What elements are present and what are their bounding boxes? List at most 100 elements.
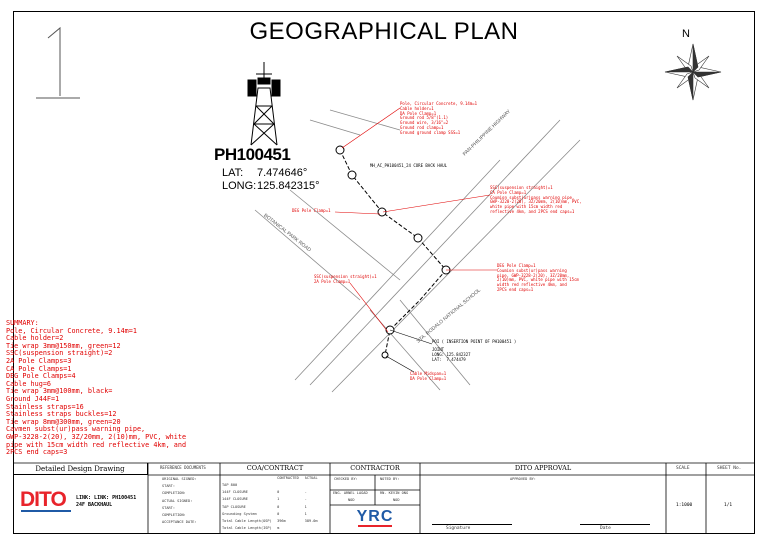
summary-item: Tie wrap 3mm@100mm, black= (6, 387, 113, 396)
north-label: N (682, 28, 690, 40)
cell-tower-icon (247, 62, 281, 146)
noted-by-name: RN. KEVIN ONG (380, 491, 409, 495)
scale-value: 1:1000 (676, 503, 693, 508)
cell: 1 (304, 511, 307, 516)
cell: Grounding System (222, 511, 257, 516)
cell: 144F CLOSURE (222, 490, 248, 495)
signature-line (432, 524, 512, 525)
cell: 389.0m (304, 518, 318, 523)
note-right-low: DEG Pole Clamp=1 Coumion subst(ur)pass w… (497, 263, 579, 292)
summary-item: 2A Pole Clamps=3 (6, 356, 72, 365)
summary-item: Cavmen subst(ur)pass warning pipe, (6, 425, 146, 434)
summary-item: Stainless straps buckles=12 (6, 410, 117, 419)
approved-by-label: APPROVED BY: (510, 477, 536, 481)
signature-label: Signature (446, 526, 471, 531)
sheet-header: SHEET No. (717, 466, 742, 471)
date-line (580, 524, 650, 525)
summary-item: 2PCS end caps=3 (6, 448, 68, 457)
note-mh-ac: MH_AC_PH100451_24 CORE BACK HAUL (370, 163, 448, 168)
summary-item: Tie wrap 3mm@150mm, green=12 (6, 341, 121, 350)
north-arrow-icon (664, 43, 722, 101)
page-marker (36, 26, 80, 99)
coa-header-row: CONTRACTED ACTUAL (222, 476, 328, 483)
scale-header: SCALE (676, 466, 690, 471)
note-top-right: Pole, Circular Concrete, 9.14m=1 Cable h… (400, 101, 478, 135)
coa-header: COA/CONTRACT (246, 464, 304, 472)
cell: CONTRACTED (277, 476, 299, 480)
cell: m (277, 526, 280, 531)
coa-row: Grounding System 0 1 (222, 512, 328, 519)
annotation-leaders (334, 107, 497, 333)
cell: 144F CLOSURE (222, 497, 248, 502)
summary-item: GWP-3228-2(20), 3Z/20mm, 2(10)mm, PVC, w… (6, 432, 187, 441)
cell: 1 (304, 504, 307, 509)
material-summary: SUMMARY:Pole, Circular Concrete, 9.14m=1… (6, 319, 206, 457)
cell: ACTUAL (304, 476, 318, 480)
note-deg-left: DEG Pole Clamp=1 (292, 208, 331, 213)
reference-header: REFERENCE DOCUMENTS (160, 465, 206, 470)
cell (305, 483, 328, 490)
coa-row: Total Cable Length(ISP) m (222, 526, 328, 533)
checked-by-role: NOD (348, 498, 355, 502)
site-lat-value: 7.474646° (257, 167, 308, 179)
fiber-route (339, 149, 447, 356)
reference-row: ACCEPTANCE DATE: (162, 520, 197, 525)
road-lines (254, 109, 581, 393)
noted-by-label: NOTED BY: (380, 477, 400, 481)
cell: 396m (277, 518, 286, 523)
coa-row: 144F CLOSURE 0 - (222, 490, 328, 497)
cell: - (304, 490, 307, 495)
link-text: LINK: LINK: PH100451 (76, 495, 137, 501)
reference-row: ACTUAL SIGNED: (162, 498, 193, 503)
reference-row: ORIGINAL SIGNED: (162, 477, 197, 481)
link-sub: 24F BACKHAUL (76, 502, 113, 508)
cell: Total Cable Length(ISP) (222, 526, 272, 531)
reference-row: START: (162, 484, 175, 489)
summary-item: CA Pole Clamps=1 (6, 364, 72, 373)
cell: 0 (277, 511, 280, 516)
cell: TAP CLOSURE (222, 504, 246, 509)
reference-row: START: (162, 505, 175, 510)
drawing-sheet: GEOGRAPHICAL PLAN (13, 11, 755, 534)
summary-item: Cable holder=2 (6, 334, 64, 343)
coa-row: TAP 800 (222, 483, 328, 490)
reference-rows: ORIGINAL SIGNED: START: COMPLETION: ACTUAL … (162, 477, 197, 527)
summary-item: Ground J44F=1 (6, 394, 60, 403)
cell: 1 (277, 497, 280, 502)
note-right-mid: SSC(suspension straight)=1 CA Pole Clamp… (490, 185, 582, 214)
coa-columns: CONTRACTED ACTUAL (222, 476, 328, 483)
cell: 0 (277, 490, 280, 495)
cell (277, 483, 305, 490)
summary-title: SUMMARY: (6, 319, 39, 327)
site-id-label: PH100451 (214, 145, 291, 164)
contractor-header: CONTRACTOR (350, 464, 400, 472)
summary-item: Stainless straps=16 (6, 402, 84, 411)
cell: - (304, 497, 307, 502)
checked-by-name: ENG. ARNEL LAGAD (333, 491, 368, 495)
summary-item: DEG Pole Clamps=4 (6, 372, 76, 381)
summary-item: Tie wrap 8mm@300mm, green=20 (6, 417, 121, 426)
coa-rows: TAP 800 144F CLOSURE 0 - 144F CLOSURE 1 - TAP C… (222, 483, 328, 533)
summary-item: pipe with 15cm width red reflective 4km,… (6, 440, 187, 449)
contractor-logo-text: YRC (356, 508, 394, 525)
cell: TAP 800 (222, 483, 238, 487)
reference-row: COMPLETION: (162, 491, 186, 496)
date-label: Date (600, 526, 611, 531)
site-lat-label: LAT: (222, 167, 244, 179)
drawing-label: Detailed Design Drawing (13, 463, 148, 475)
page-title: GEOGRAPHICAL PLAN (249, 18, 519, 45)
summary-item: Cable hug=6 (6, 379, 52, 388)
note-cable-mid: Cable Midspan=1 DA Pole Clamp=1 (410, 371, 447, 381)
noted-by-role: NOD (393, 498, 400, 502)
sheet-value: 1/1 (724, 503, 733, 508)
dito-logo: DITO (20, 489, 80, 512)
poi-leader (385, 329, 433, 373)
contractor-logo: YRC (352, 508, 398, 528)
checked-by-label: CHECKED BY: (334, 477, 358, 481)
note-ssc-left: SSC(suspension straight)=1 2A Pole Clamp… (314, 274, 377, 284)
site-long-value: 125.842315° (257, 180, 320, 192)
coa-row: 144F CLOSURE 1 - (222, 497, 328, 504)
